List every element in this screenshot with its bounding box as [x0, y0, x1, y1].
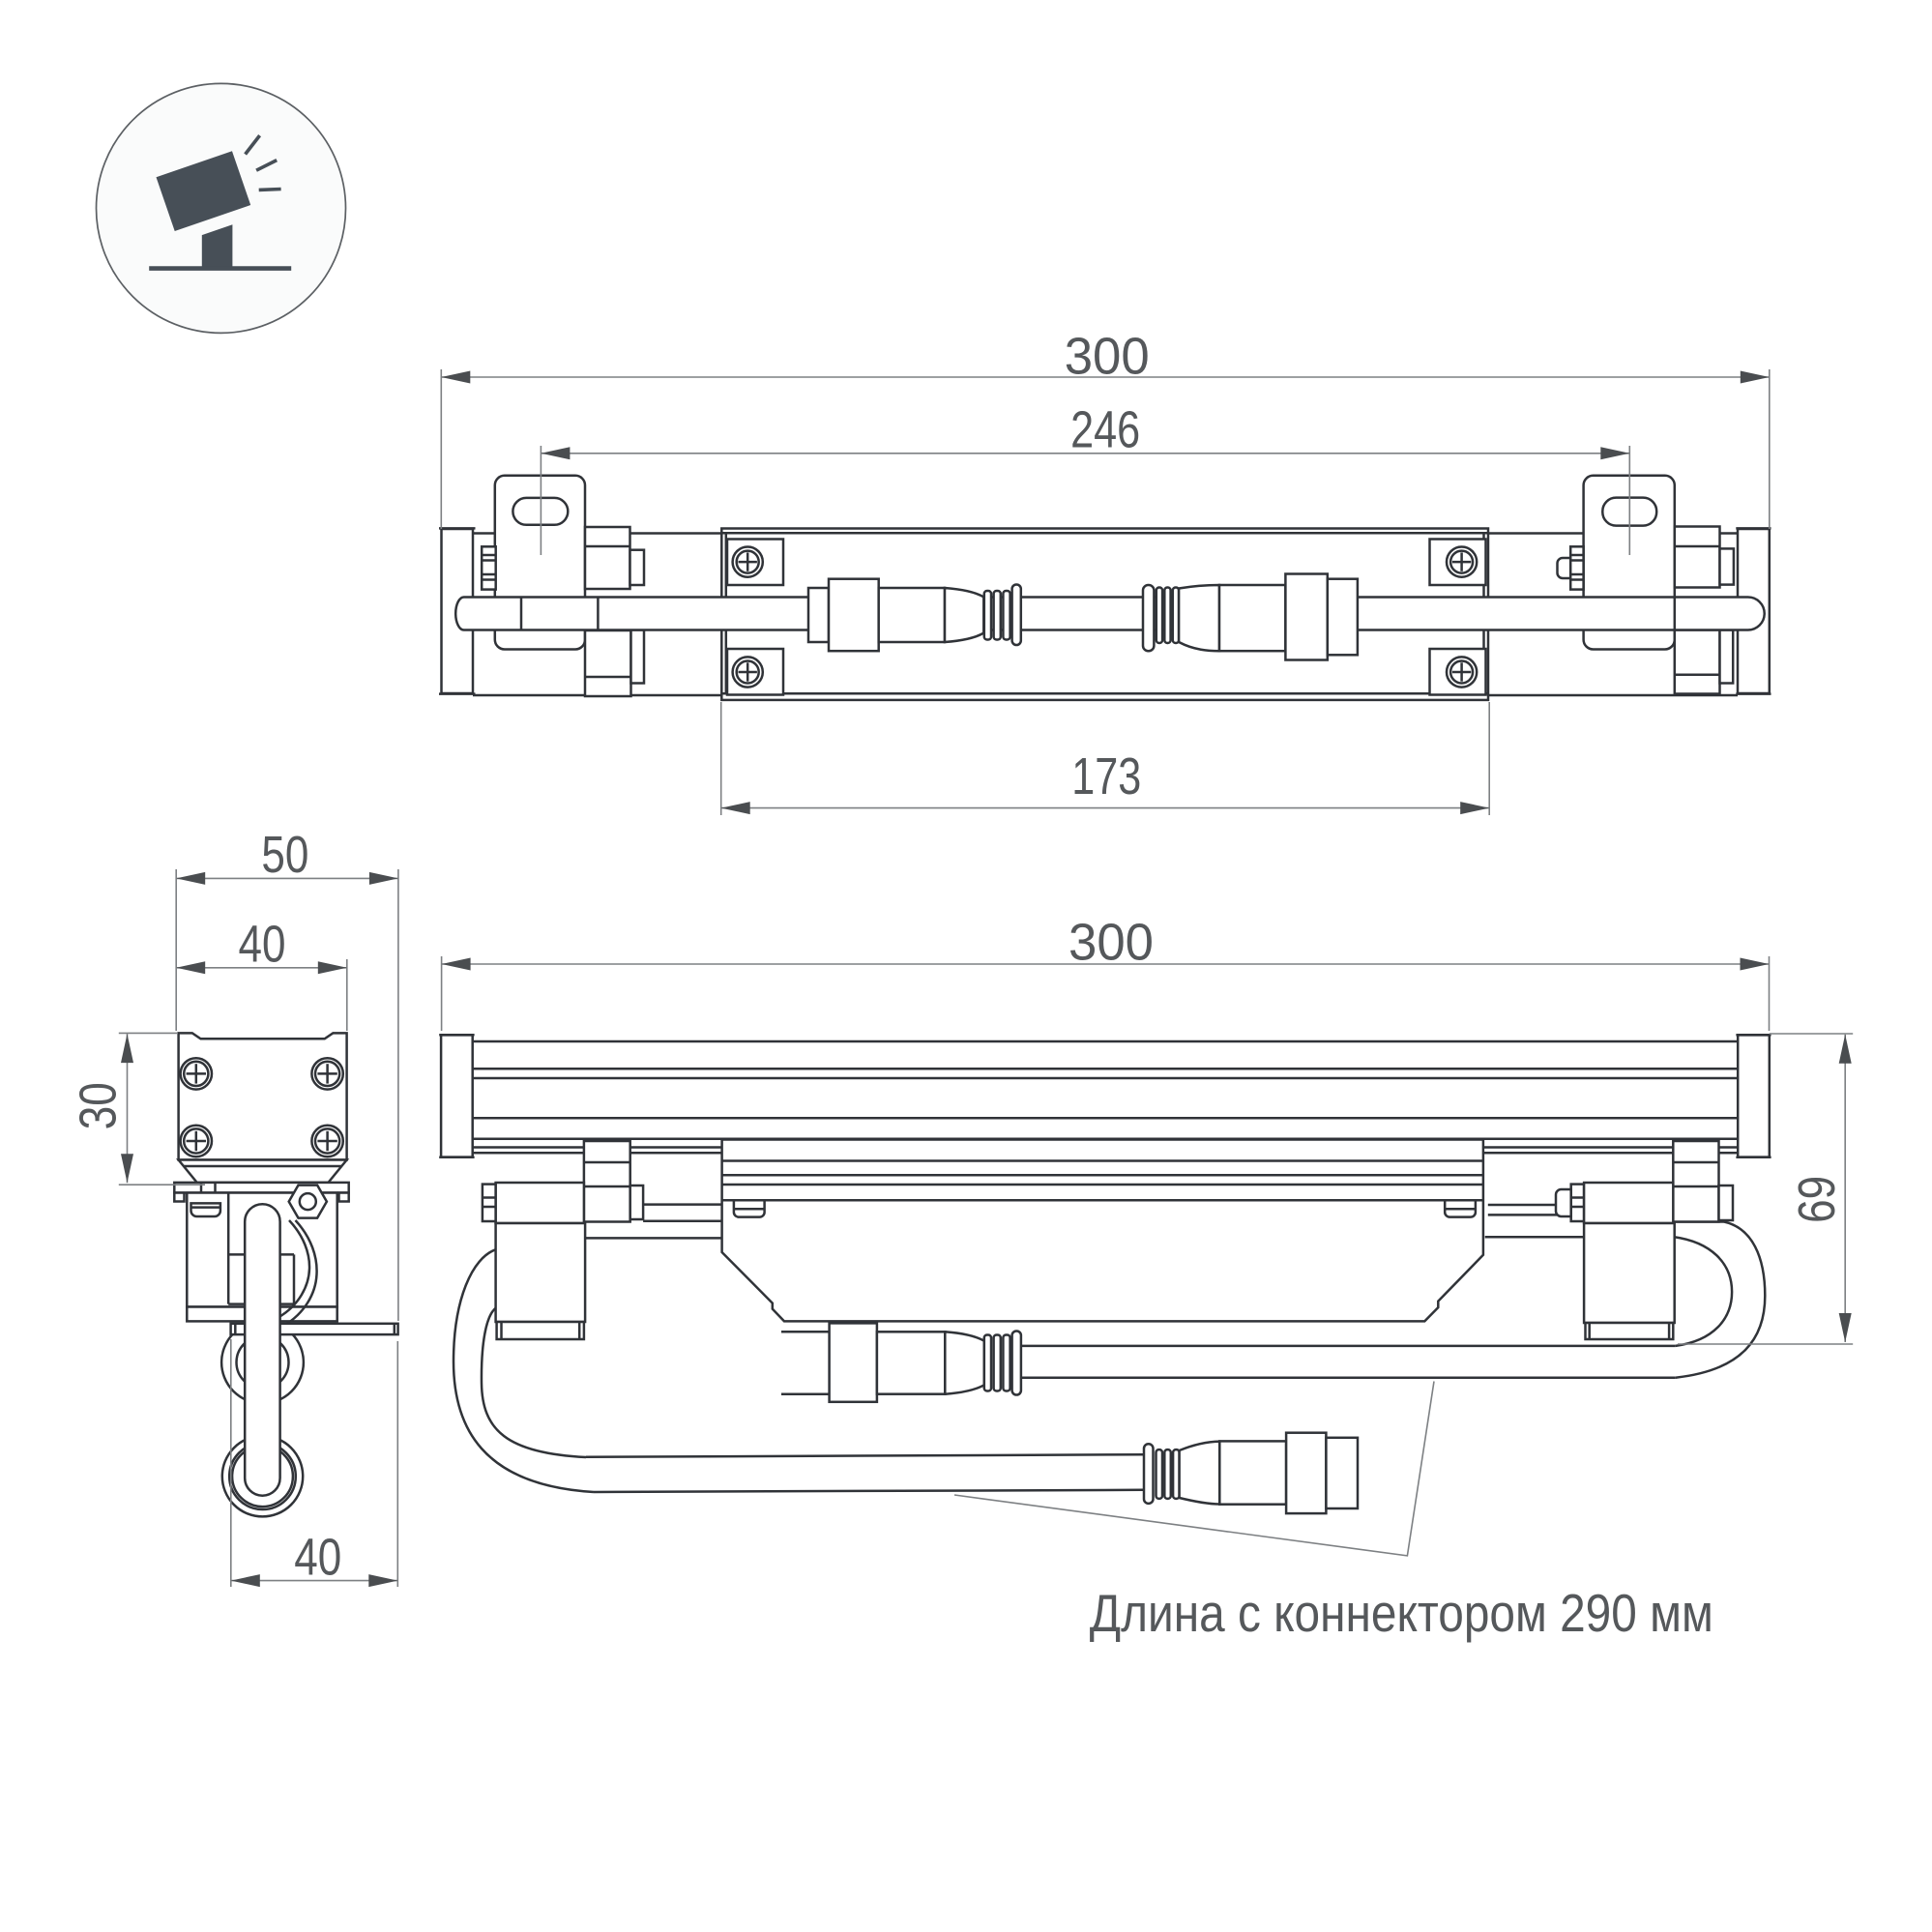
svg-text:300: 300	[1065, 327, 1150, 385]
svg-text:40: 40	[239, 915, 286, 973]
svg-text:Длина с коннектором 290 мм: Длина с коннектором 290 мм	[1090, 1583, 1713, 1643]
svg-text:30: 30	[69, 1082, 127, 1129]
svg-text:300: 300	[1068, 913, 1154, 971]
svg-text:50: 50	[261, 826, 308, 884]
svg-text:246: 246	[1070, 401, 1140, 459]
svg-text:40: 40	[294, 1529, 341, 1587]
svg-text:173: 173	[1071, 747, 1141, 805]
svg-text:69: 69	[1788, 1176, 1846, 1223]
